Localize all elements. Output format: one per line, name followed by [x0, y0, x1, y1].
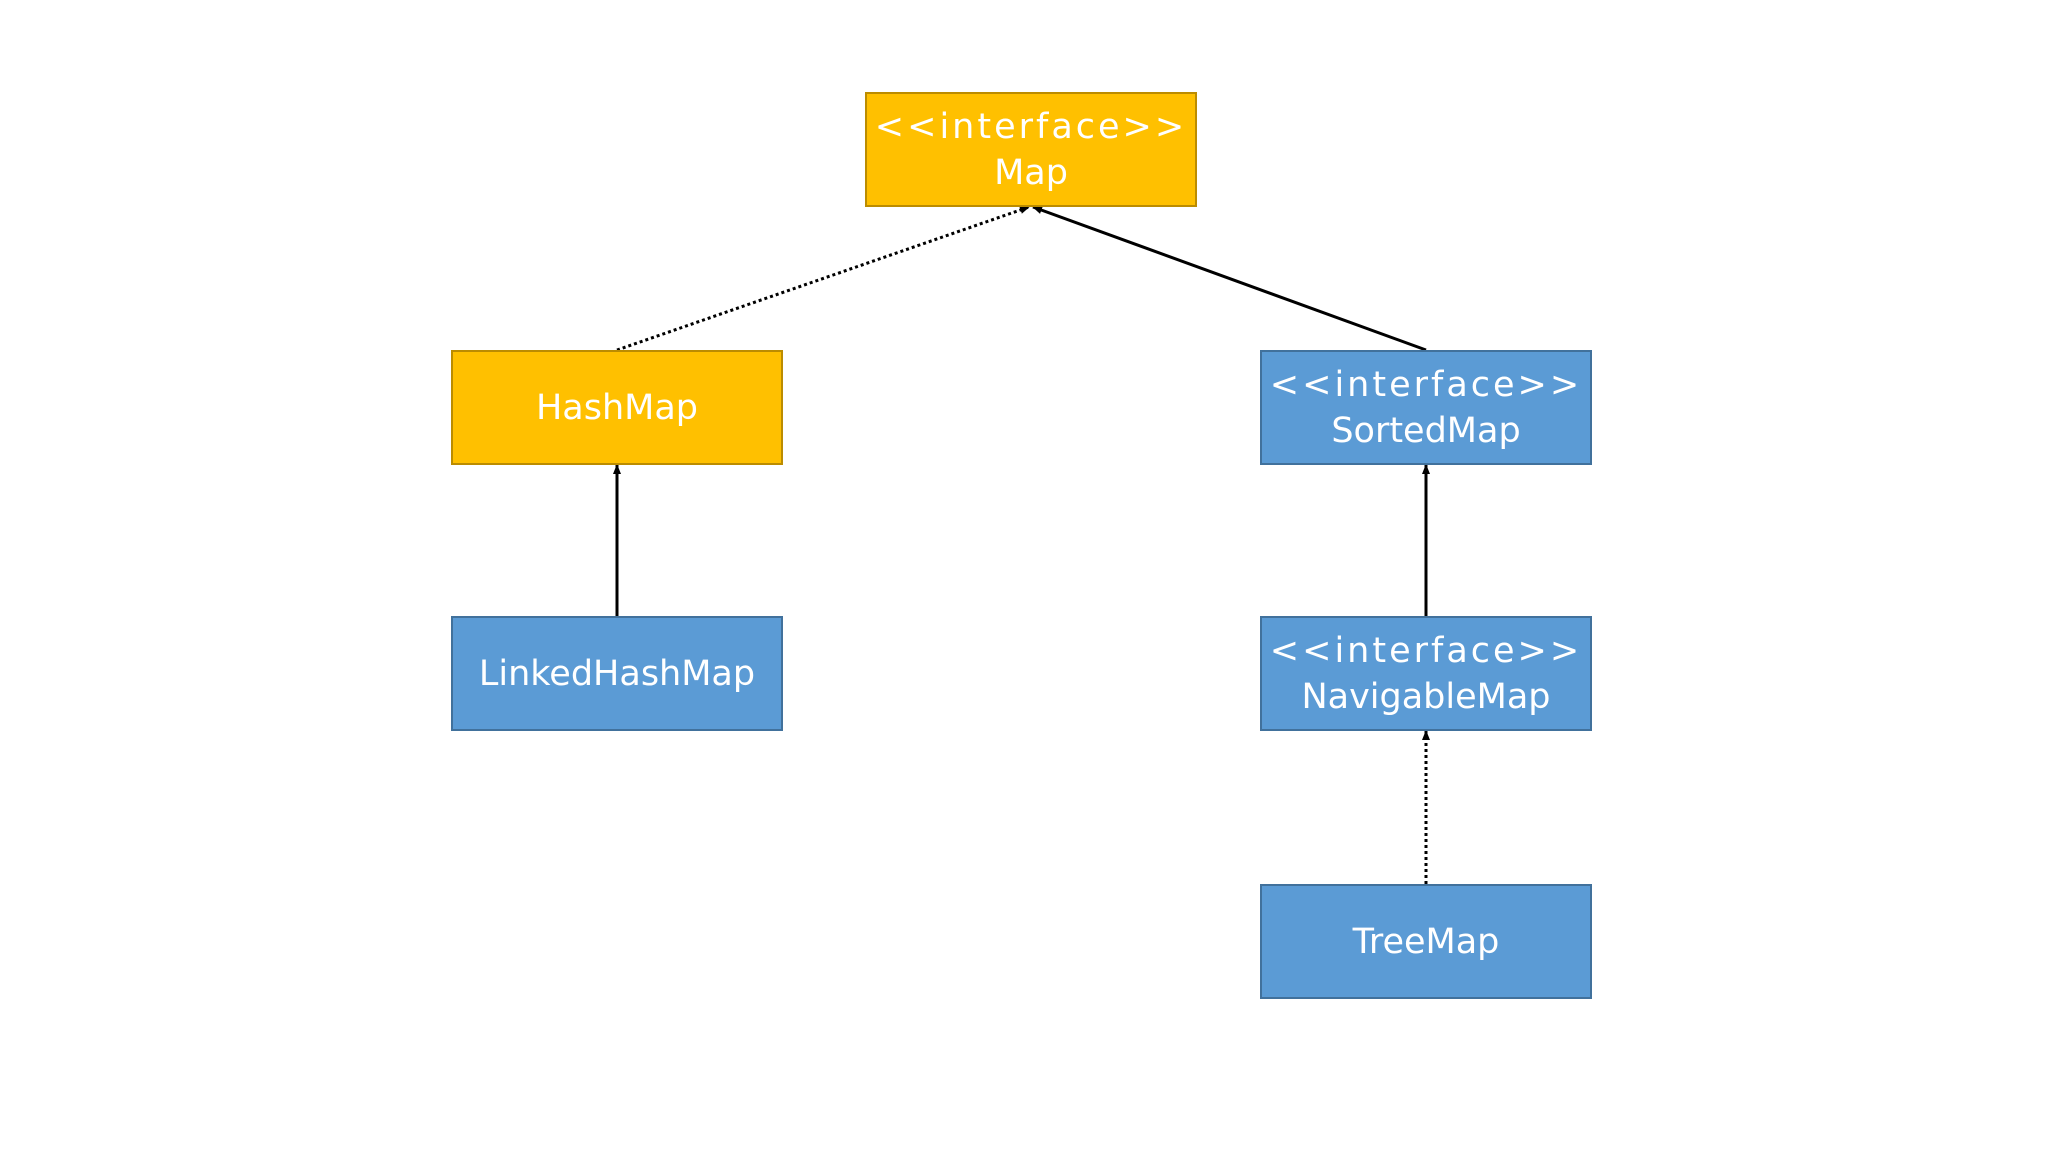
node-name: HashMap — [535, 387, 699, 428]
node-name: LinkedHashMap — [478, 653, 756, 694]
node-sortedmap-interface[interactable]: <<interface>> SortedMap — [1260, 350, 1592, 465]
node-linkedhashmap-class[interactable]: LinkedHashMap — [451, 616, 783, 731]
node-map-interface[interactable]: <<interface>> Map — [865, 92, 1197, 207]
node-treemap-class[interactable]: TreeMap — [1260, 884, 1592, 999]
stereotype-label: <<interface>> — [1269, 364, 1583, 405]
node-name: TreeMap — [1352, 921, 1500, 962]
node-name: NavigableMap — [1301, 676, 1551, 717]
node-name: Map — [994, 152, 1068, 193]
node-name: SortedMap — [1331, 410, 1521, 451]
node-hashmap-class[interactable]: HashMap — [451, 350, 783, 465]
stereotype-label: <<interface>> — [1269, 630, 1583, 671]
stereotype-label: <<interface>> — [874, 106, 1188, 147]
edge-sortedmap-to-map — [1032, 205, 1427, 352]
node-navigablemap-interface[interactable]: <<interface>> NavigableMap — [1260, 616, 1592, 731]
edge-hashmap-to-map — [616, 205, 1030, 352]
